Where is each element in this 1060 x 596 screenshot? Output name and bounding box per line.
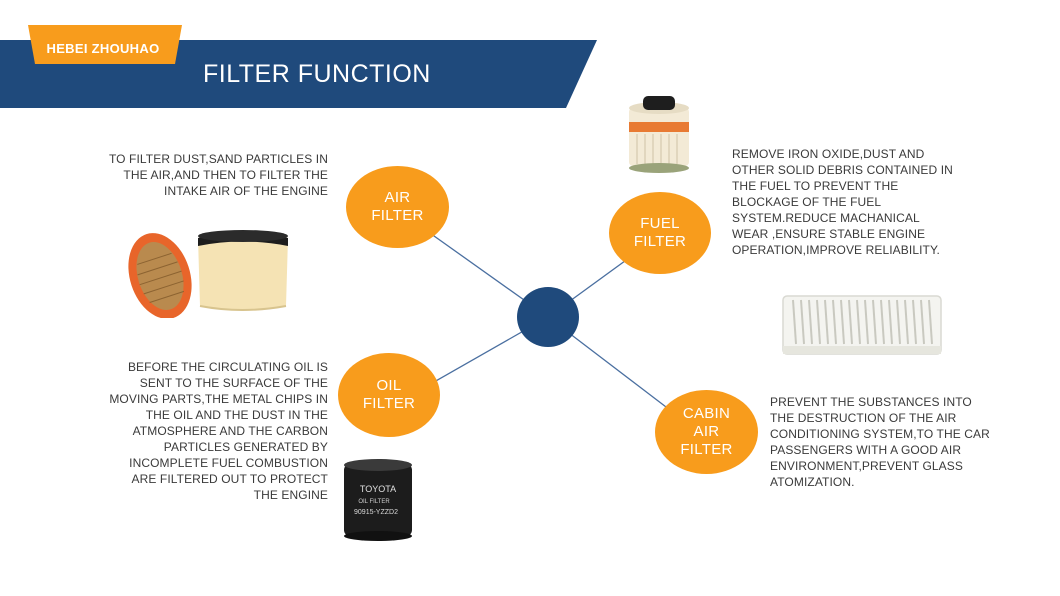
cabin-filter-pleat [888, 299, 893, 345]
header-banner [0, 25, 597, 108]
node-cabin-air-filter: CABIN AIR FILTER [655, 390, 758, 474]
air-filter-description: TO FILTER DUST,SAND PARTICLES IN THE AIR… [108, 152, 328, 198]
node-air-filter: AIR FILTER [346, 166, 449, 248]
brand-name: HEBEI ZHOUHAO [46, 40, 160, 56]
center-hub [517, 287, 579, 347]
cabin-filter-pleat [928, 299, 933, 345]
cabin-filter-pleat [792, 299, 797, 345]
oil-filter-image: TOYOTA OIL FILTER 90915-YZZD2 [344, 459, 412, 541]
cabin-filter-pleat [848, 299, 853, 345]
oil-filter-brand-text: TOYOTA [360, 484, 396, 494]
fuel-filter-image [629, 96, 689, 173]
cabin-filter-description: PREVENT THE SUBSTANCES INTO THE DESTRUCT… [770, 395, 990, 489]
page-title: FILTER FUNCTION [203, 60, 431, 88]
cabin-filter-pleat [904, 299, 909, 345]
node-fuel-label: FUEL FILTER [633, 215, 687, 250]
node-fuel-filter: FUEL FILTER [609, 192, 711, 274]
cabin-filter-pleat [920, 299, 925, 345]
oil-filter-type-text: OIL FILTER [358, 499, 390, 505]
air-filter-image [128, 230, 288, 318]
cabin-filter-pleat [856, 299, 861, 345]
cabin-filter-pleat [880, 299, 885, 345]
cabin-filter-pleat [816, 299, 821, 345]
cabin-filter-pleat [832, 299, 837, 345]
cabin-filter-pleat [808, 299, 813, 345]
cabin-filter-image [782, 295, 942, 355]
oil-filter-description: BEFORE THE CIRCULATING OIL IS SENT TO TH… [109, 360, 328, 502]
cabin-filter-pleat [872, 299, 877, 345]
node-oil-label: OIL FILTER [362, 377, 416, 412]
cabin-filter-pleat [824, 299, 829, 345]
node-cabin-label: CABIN AIR FILTER [680, 405, 733, 458]
brand-tag-shape [28, 25, 182, 64]
oil-filter-part-text: 90915-YZZD2 [354, 509, 398, 516]
cabin-filter-pleat [912, 299, 917, 345]
cabin-filter-pleat [800, 299, 805, 345]
node-oil-filter: OIL FILTER [338, 353, 440, 437]
cabin-filter-pleat [864, 299, 869, 345]
cabin-filter-pleat [840, 299, 845, 345]
cabin-filter-pleat [896, 299, 901, 345]
fuel-filter-description: REMOVE IRON OXIDE,DUST AND OTHER SOLID D… [732, 147, 953, 257]
node-air-label: AIR FILTER [371, 189, 424, 224]
